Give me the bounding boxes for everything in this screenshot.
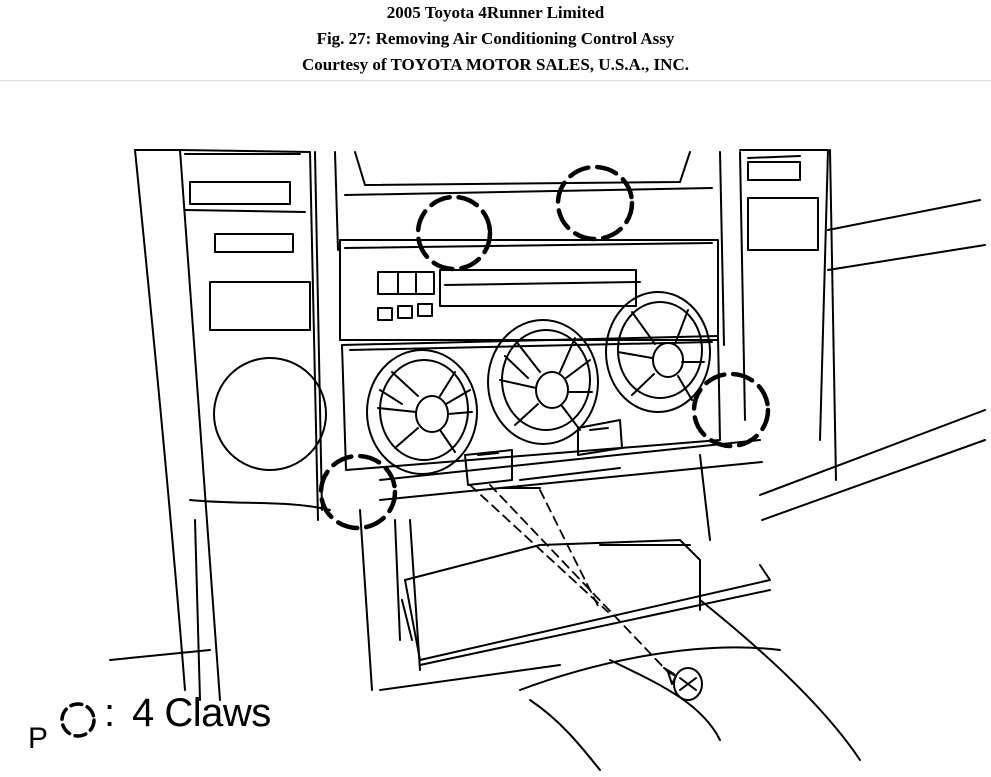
claw-right	[691, 371, 771, 449]
figure-caption: Fig. 27: Removing Air Conditioning Contr…	[316, 29, 675, 48]
legend-claw-symbol	[60, 702, 96, 738]
dashed-guide-lines	[469, 484, 669, 673]
claw-bottom-left	[318, 453, 398, 531]
claw-top-right	[555, 164, 635, 242]
legend-colon: :	[104, 691, 115, 735]
claw-indicators	[318, 164, 771, 531]
figure-header: 2005 Toyota 4Runner Limited Fig. 27: Rem…	[0, 0, 991, 81]
courtesy-line: Courtesy of TOYOTA MOTOR SALES, U.S.A., …	[302, 55, 689, 74]
dashboard-panel	[134, 149, 986, 701]
legend-prefix: P	[28, 722, 49, 755]
legend-label: : 4 Claws	[104, 691, 271, 735]
center-stack	[314, 151, 746, 511]
legend-claws-text: 4 Claws	[132, 691, 271, 735]
claw-top-left	[415, 194, 493, 272]
ac-knob-middle	[487, 319, 599, 445]
ac-knob-right	[605, 291, 711, 413]
control-tabs	[379, 419, 763, 501]
ac-knob-left	[366, 349, 478, 475]
screw-icon	[663, 667, 703, 701]
dashboard-diagram	[60, 149, 986, 771]
lower-console	[109, 454, 861, 771]
vehicle-title: 2005 Toyota 4Runner Limited	[386, 3, 605, 22]
